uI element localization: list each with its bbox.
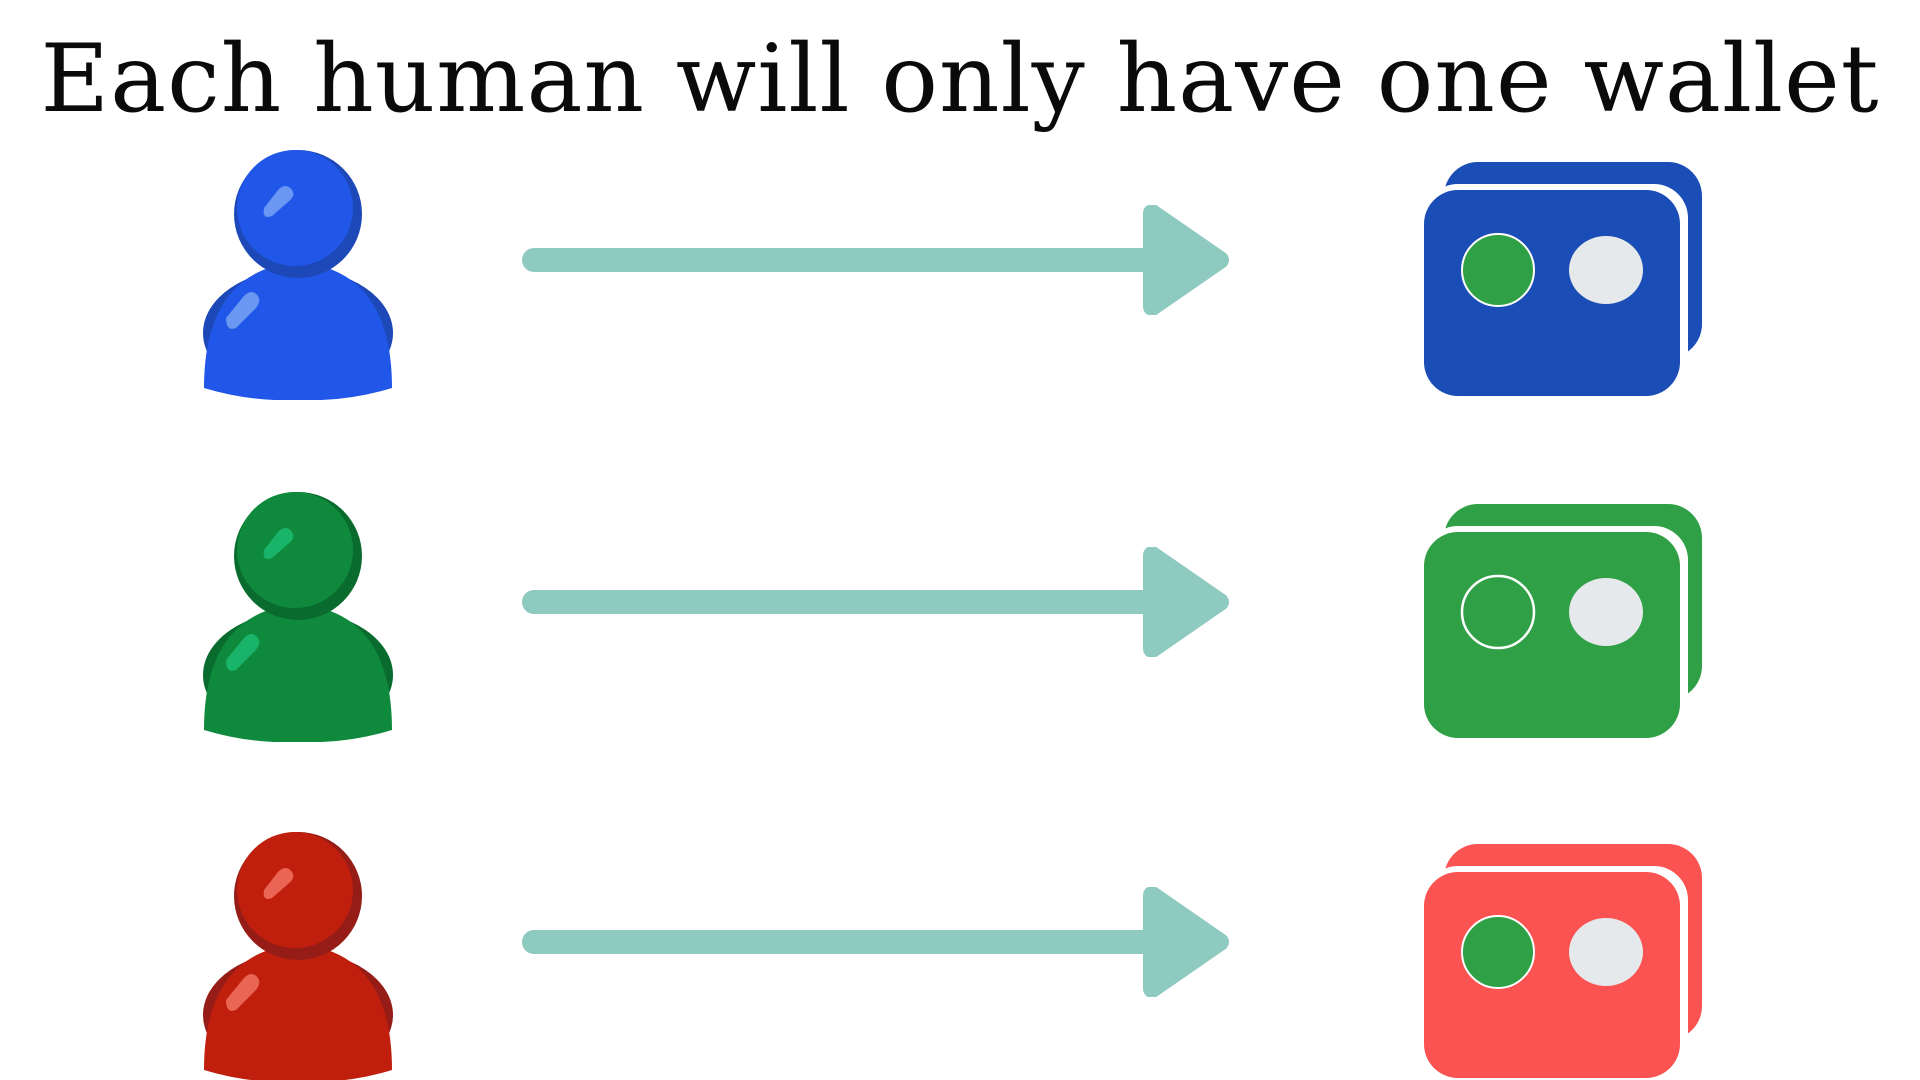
wallet-icon [1424,162,1702,396]
wallet-icon [1424,844,1702,1078]
arrow-icon [522,547,1229,657]
person-icon [203,150,393,400]
arrow-icon [522,887,1229,997]
pair-row-2 [0,492,1920,752]
wallet-icon [1424,504,1702,738]
pair-row-1 [0,150,1920,410]
person-icon [203,832,393,1080]
person-icon [203,492,393,742]
pair-row-3 [0,832,1920,1080]
page-title: Each human will only have one wallet [40,25,1880,134]
arrow-icon [522,205,1229,315]
